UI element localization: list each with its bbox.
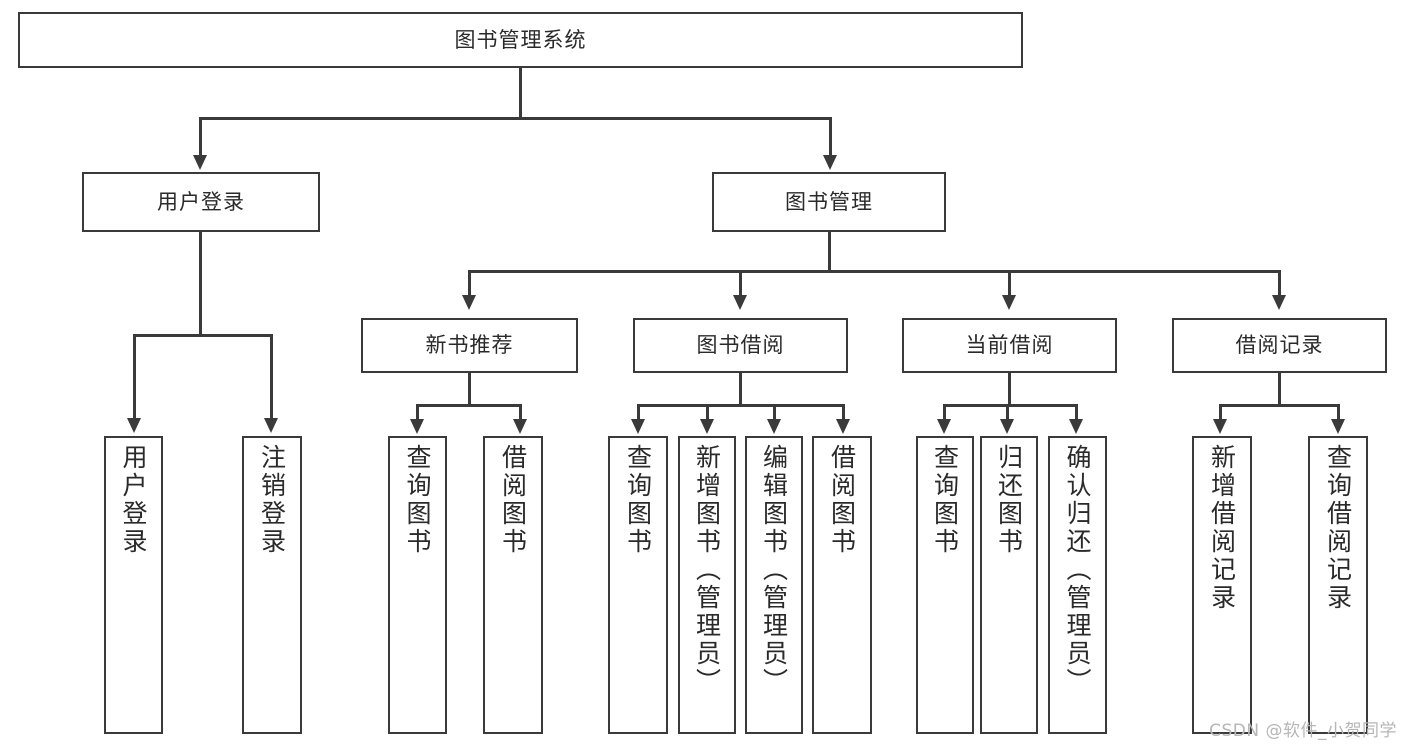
edge-user-login-split [133,334,272,337]
arrowhead-root-to-book-mgmt [823,155,837,170]
arrowhead-current-borrow-leaf-2 [1069,419,1083,434]
leaf-book-borrow-2-label: 编辑图书（管理员） [759,444,789,696]
leaf-borrow-record-0[interactable]: 新增借阅记录 [1192,436,1252,734]
leaf-user-login-0-label: 用户登录 [119,444,148,556]
node-current-borrow-label: 当前借阅 [965,333,1054,358]
arrowhead-book-mgmt-current-borrow [1002,295,1016,310]
node-user-login-label: 用户登录 [157,189,245,214]
leaf-current-borrow-1-label: 归还图书 [994,444,1024,556]
edge-user-login-to-leaf-0 [133,334,136,420]
edge-new-book-to-leaf-1 [519,404,522,421]
edge-book-mgmt-split [468,270,1280,273]
leaf-borrow-record-0-label: 新增借阅记录 [1207,444,1237,612]
leaf-book-borrow-1[interactable]: 新增图书（管理员） [678,436,736,734]
leaf-current-borrow-2[interactable]: 确认归还（管理员） [1048,436,1107,734]
edge-borrow-record-trunk [1278,373,1281,406]
edge-new-book-split [416,404,521,407]
node-root-label: 图书管理系统 [454,27,587,52]
node-borrow-record-label: 借阅记录 [1235,333,1324,358]
leaf-current-borrow-0-label: 查询图书 [930,444,960,556]
arrowhead-user-login-leaf-1 [264,418,278,433]
leaf-borrow-record-1[interactable]: 查询借阅记录 [1308,436,1368,734]
edge-current-borrow-to-leaf-1 [1006,404,1009,421]
leaf-new-book-0[interactable]: 查询图书 [388,436,447,734]
node-user-login[interactable]: 用户登录 [82,172,320,232]
node-borrow-record[interactable]: 借阅记录 [1172,318,1387,373]
edge-book-mgmt-to-new-book [468,270,471,297]
leaf-book-borrow-3[interactable]: 借阅图书 [812,436,872,734]
leaf-book-borrow-1-label: 新增图书（管理员） [692,444,722,696]
edge-book-mgmt-trunk [828,232,831,271]
node-new-book-recommend-label: 新书推荐 [425,333,514,358]
arrowhead-current-borrow-leaf-0 [937,419,951,434]
edge-book-mgmt-to-borrow-record [1278,270,1281,297]
leaf-current-borrow-0[interactable]: 查询图书 [916,436,974,734]
edge-book-borrow-trunk [739,373,742,406]
arrowhead-book-borrow-leaf-1 [700,419,714,434]
node-book-management-label: 图书管理 [785,189,873,214]
leaf-user-login-0[interactable]: 用户登录 [104,436,163,734]
edge-book-mgmt-to-current-borrow [1008,270,1011,297]
node-book-borrow[interactable]: 图书借阅 [633,318,848,373]
arrowhead-root-to-user-login [193,155,207,170]
leaf-user-login-1-label: 注销登录 [257,444,287,556]
arrowhead-book-borrow-leaf-0 [631,419,645,434]
leaf-new-book-1-label: 借阅图书 [498,444,528,556]
edge-borrow-record-to-leaf-0 [1219,404,1222,421]
leaf-new-book-1[interactable]: 借阅图书 [483,436,543,734]
edge-book-mgmt-to-book-borrow [739,270,742,297]
edge-new-book-to-leaf-0 [416,404,419,421]
leaf-book-borrow-0-label: 查询图书 [623,444,653,556]
leaf-book-borrow-3-label: 借阅图书 [827,444,857,556]
edge-current-borrow-to-leaf-2 [1075,404,1078,421]
edge-user-login-to-leaf-1 [270,334,273,420]
edge-borrow-record-to-leaf-1 [1337,404,1340,421]
leaf-current-borrow-2-label: 确认归还（管理员） [1063,444,1092,696]
edge-book-borrow-to-leaf-3 [842,404,845,421]
arrowhead-book-mgmt-borrow-record [1272,295,1286,310]
edge-root-to-user-login [199,117,202,157]
edge-current-borrow-trunk [1008,373,1011,406]
arrowhead-borrow-record-leaf-0 [1213,419,1227,434]
node-book-management[interactable]: 图书管理 [712,172,946,232]
leaf-current-borrow-1[interactable]: 归还图书 [980,436,1038,734]
edge-new-book-trunk [468,373,471,406]
arrowhead-new-book-leaf-1 [513,419,527,434]
edge-root-trunk [519,68,522,118]
edge-user-login-trunk [199,232,202,335]
edge-current-borrow-split [943,404,1077,407]
edge-current-borrow-to-leaf-0 [943,404,946,421]
edge-book-borrow-to-leaf-2 [773,404,776,421]
edge-borrow-record-split [1219,404,1339,407]
edge-book-borrow-to-leaf-0 [637,404,640,421]
edge-book-borrow-to-leaf-1 [706,404,709,421]
leaf-borrow-record-1-label: 查询借阅记录 [1323,444,1353,612]
edge-book-borrow-split [637,404,845,407]
arrowhead-current-borrow-leaf-1 [1000,419,1014,434]
leaf-book-borrow-2[interactable]: 编辑图书（管理员） [745,436,803,734]
edge-root-to-book-mgmt [829,117,832,157]
arrowhead-book-mgmt-new-book [462,295,476,310]
leaf-book-borrow-0[interactable]: 查询图书 [608,436,668,734]
node-root[interactable]: 图书管理系统 [18,12,1023,68]
arrowhead-book-borrow-leaf-2 [767,419,781,434]
leaf-new-book-0-label: 查询图书 [403,444,432,556]
arrowhead-borrow-record-leaf-1 [1331,419,1345,434]
arrowhead-book-borrow-leaf-3 [836,419,850,434]
arrowhead-book-mgmt-book-borrow [733,295,747,310]
leaf-user-login-1[interactable]: 注销登录 [242,436,302,734]
node-current-borrow[interactable]: 当前借阅 [902,318,1117,373]
arrowhead-new-book-leaf-0 [410,419,424,434]
node-book-borrow-label: 图书借阅 [696,333,785,358]
node-new-book-recommend[interactable]: 新书推荐 [361,318,578,373]
edge-root-split [199,117,831,120]
watermark: CSDN @软件_小贺同学 [1209,721,1397,741]
arrowhead-user-login-leaf-0 [127,418,141,433]
